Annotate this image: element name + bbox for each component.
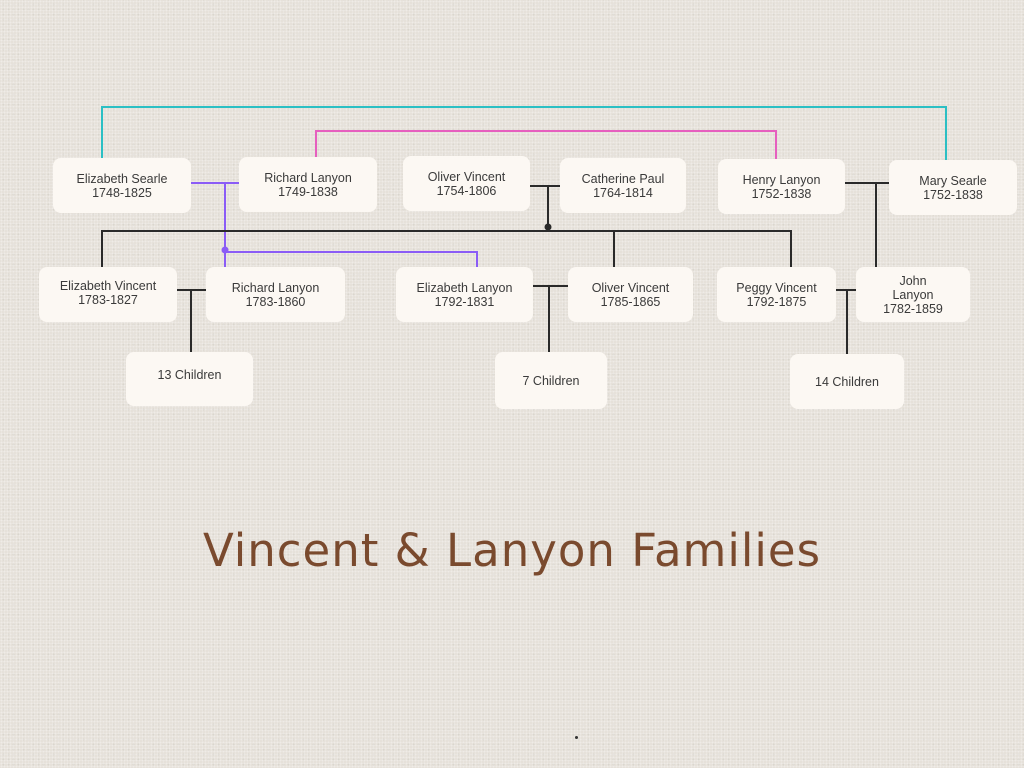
person-name: Oliver Vincent xyxy=(427,169,506,184)
person-name: Richard Lanyon xyxy=(264,170,352,185)
person-name: Catherine Paul xyxy=(581,171,665,186)
lanyon-brothers-link xyxy=(315,130,777,159)
children-count: 14 Children xyxy=(815,374,879,389)
person-name: Elizabeth Searle xyxy=(76,171,168,186)
person-years: 1752-1838 xyxy=(751,186,812,201)
person-richard-lanyon-jr[interactable]: Richard Lanyon 1783-1860 xyxy=(206,267,345,322)
person-name: Henry Lanyon xyxy=(742,172,821,187)
page-title: Vincent & Lanyon Families xyxy=(202,524,822,577)
children-box-7[interactable]: 7 Children xyxy=(495,352,607,409)
person-peggy-vincent[interactable]: Peggy Vincent 1792-1875 xyxy=(717,267,836,322)
person-years: 1748-1825 xyxy=(92,185,152,200)
person-years: 1792-1831 xyxy=(434,294,495,309)
person-years: 1752-1838 xyxy=(923,187,983,202)
person-john-lanyon[interactable]: John Lanyon 1782-1859 xyxy=(856,267,970,322)
person-years: 1749-1838 xyxy=(278,184,338,199)
person-elizabeth-vincent[interactable]: Elizabeth Vincent 1783-1827 xyxy=(39,267,177,322)
children-count: 13 Children xyxy=(157,368,222,382)
person-henry-lanyon[interactable]: Henry Lanyon 1752-1838 xyxy=(718,159,845,214)
person-years: 1782-1859 xyxy=(883,301,943,316)
children-box-13[interactable]: 13 Children xyxy=(126,352,253,406)
person-name: Richard Lanyon xyxy=(231,280,320,295)
person-oliver-vincent-jr[interactable]: Oliver Vincent 1785-1865 xyxy=(568,267,693,322)
person-oliver-vincent-sr[interactable]: Oliver Vincent 1754-1806 xyxy=(403,156,530,211)
decorative-dot xyxy=(575,736,578,739)
person-mary-searle[interactable]: Mary Searle 1752-1838 xyxy=(889,160,1017,215)
person-richard-lanyon-sr[interactable]: Richard Lanyon 1749-1838 xyxy=(239,157,377,212)
children-box-14[interactable]: 14 Children xyxy=(790,354,904,409)
person-name: Elizabeth Lanyon xyxy=(416,280,513,295)
searle-sisters-link xyxy=(101,106,947,160)
person-years: 1783-1827 xyxy=(78,293,138,307)
person-years: 1792-1875 xyxy=(746,294,807,309)
person-name: Elizabeth Vincent xyxy=(59,279,157,293)
person-years: 1764-1814 xyxy=(593,185,653,200)
children-count: 7 Children xyxy=(522,373,580,388)
person-years: 1783-1860 xyxy=(245,294,306,309)
person-name-last: Lanyon xyxy=(892,287,934,302)
person-catherine-paul[interactable]: Catherine Paul 1764-1814 xyxy=(560,158,686,213)
person-name: Mary Searle xyxy=(919,173,987,188)
person-years: 1785-1865 xyxy=(600,294,661,309)
vincent-paul-family-lines xyxy=(101,182,889,354)
person-name: Oliver Vincent xyxy=(591,280,670,295)
person-elizabeth-searle[interactable]: Elizabeth Searle 1748-1825 xyxy=(53,158,191,213)
junction-dot xyxy=(221,246,229,254)
person-years: 1754-1806 xyxy=(436,183,497,198)
person-name: Peggy Vincent xyxy=(736,280,817,295)
junction-dot xyxy=(544,223,552,231)
person-name-first: John xyxy=(899,273,927,288)
person-elizabeth-lanyon[interactable]: Elizabeth Lanyon 1792-1831 xyxy=(396,267,533,322)
